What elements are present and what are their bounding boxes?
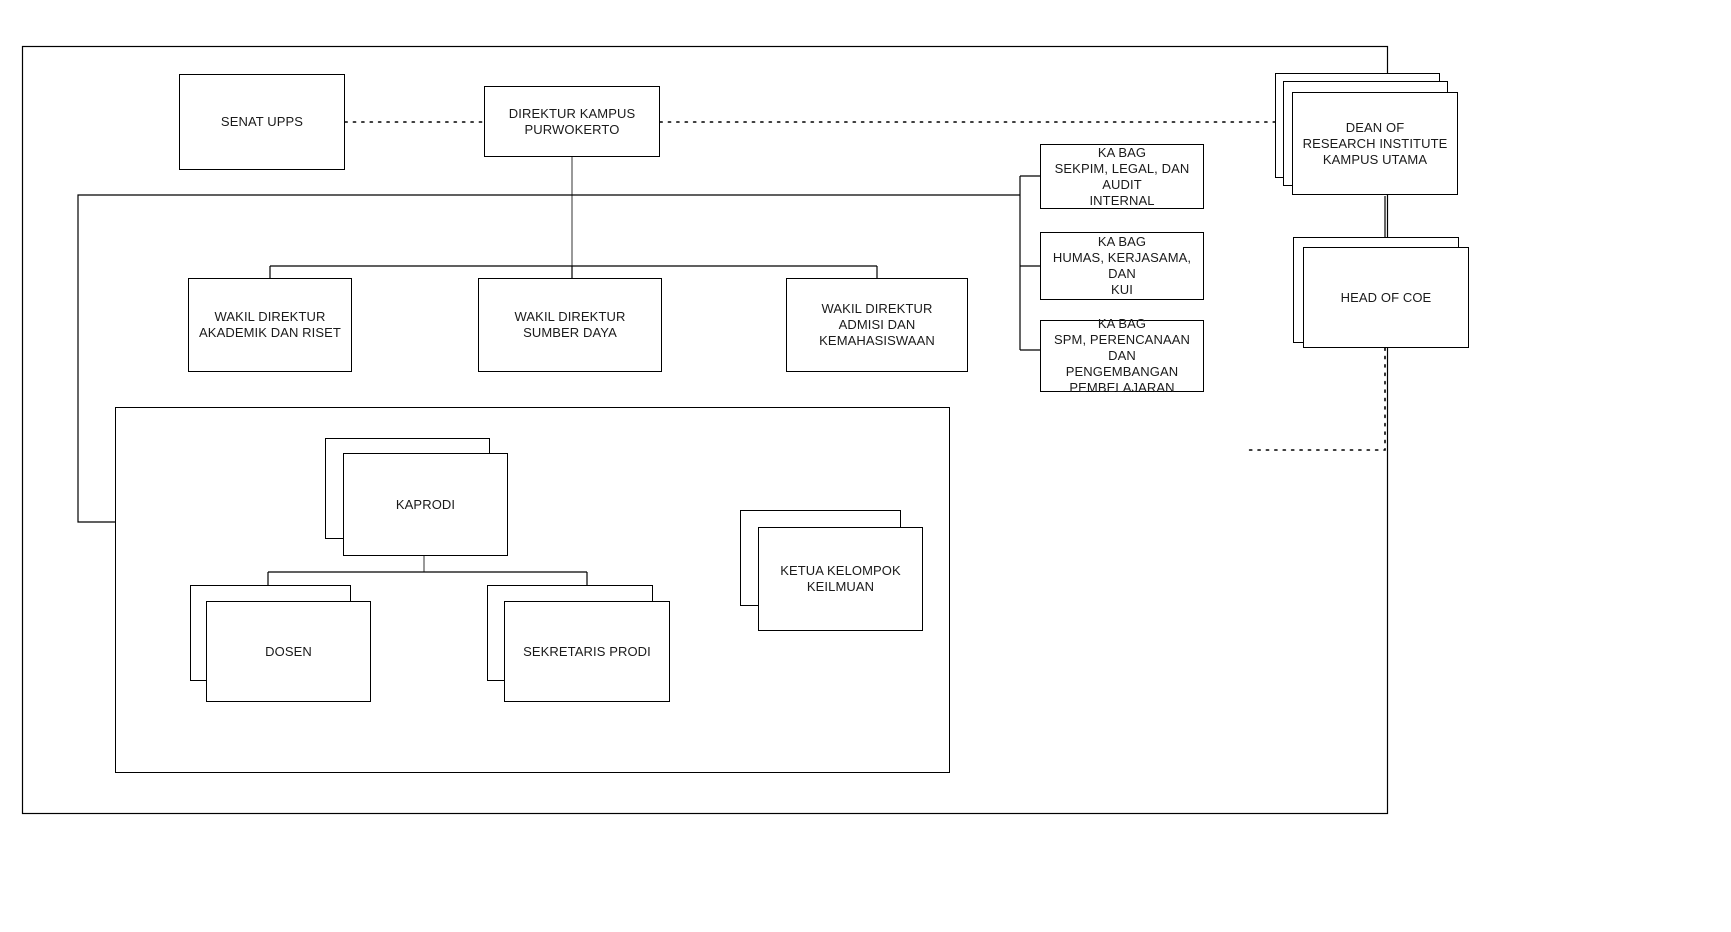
wire-coe-dotted-elbow — [1243, 347, 1386, 451]
node-kabag-spm-label: KA BAG SPM, PERENCANAAN DAN PENGEMBANGAN… — [1054, 316, 1190, 395]
node-dosen[interactable]: DOSEN — [206, 601, 371, 702]
node-ketua-kelompok-keilmuan-label: KETUA KELOMPOK KEILMUAN — [780, 563, 901, 594]
node-kaprodi-label: KAPRODI — [395, 496, 456, 512]
node-senat-upps-label: SENAT UPPS — [220, 114, 304, 129]
node-kabag-humas[interactable]: KA BAG HUMAS, KERJASAMA, DAN KUI — [1040, 232, 1204, 300]
node-direktur-kampus-label: DIREKTUR KAMPUS PURWOKERTO — [508, 105, 636, 137]
node-head-of-coe-label: HEAD OF COE — [1340, 289, 1432, 305]
node-kabag-sekpim[interactable]: KA BAG SEKPIM, LEGAL, DAN AUDIT INTERNAL — [1040, 144, 1204, 209]
node-wakil-direktur-admisi[interactable]: WAKIL DIREKTUR ADMISI DAN KEMAHASISWAAN — [786, 278, 968, 372]
node-head-of-coe[interactable]: HEAD OF COE — [1303, 247, 1469, 348]
prodi-group-frame — [115, 407, 950, 773]
node-dosen-label: DOSEN — [265, 643, 312, 659]
node-wakil-direktur-akademik-label: WAKIL DIREKTUR AKADEMIK DAN RISET — [199, 309, 341, 340]
node-wakil-direktur-admisi-label: WAKIL DIREKTUR ADMISI DAN KEMAHASISWAAN — [819, 301, 935, 348]
node-senat-upps[interactable]: SENAT UPPS — [179, 74, 345, 170]
node-kabag-spm[interactable]: KA BAG SPM, PERENCANAAN DAN PENGEMBANGAN… — [1040, 316, 1204, 395]
node-wakil-direktur-akademik[interactable]: WAKIL DIREKTUR AKADEMIK DAN RISET — [188, 278, 352, 372]
node-kabag-humas-label: KA BAG HUMAS, KERJASAMA, DAN KUI — [1052, 234, 1192, 297]
node-direktur-kampus[interactable]: DIREKTUR KAMPUS PURWOKERTO — [484, 86, 660, 157]
node-sekretaris-prodi[interactable]: SEKRETARIS PRODI — [504, 601, 670, 702]
node-ketua-kelompok-keilmuan[interactable]: KETUA KELOMPOK KEILMUAN — [758, 527, 923, 631]
node-dean-research-institute[interactable]: DEAN OF RESEARCH INSTITUTE KAMPUS UTAMA — [1292, 92, 1458, 195]
node-kabag-sekpim-label: KA BAG SEKPIM, LEGAL, DAN AUDIT INTERNAL — [1054, 144, 1190, 208]
node-wakil-direktur-sumber-daya[interactable]: WAKIL DIREKTUR SUMBER DAYA — [478, 278, 662, 372]
node-kaprodi[interactable]: KAPRODI — [343, 453, 508, 556]
node-dean-research-institute-label: DEAN OF RESEARCH INSTITUTE KAMPUS UTAMA — [1302, 119, 1448, 167]
node-sekretaris-prodi-label: SEKRETARIS PRODI — [523, 643, 651, 659]
node-wakil-direktur-sumber-daya-label: WAKIL DIREKTUR SUMBER DAYA — [514, 309, 626, 340]
